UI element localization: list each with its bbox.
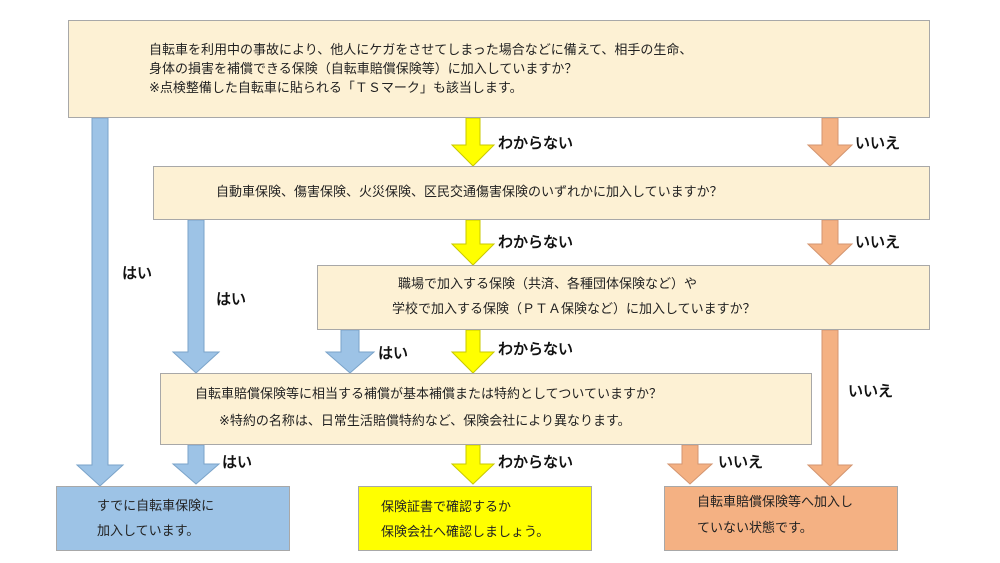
question-4-line-1: 自転車賠償保険等に相当する補償が基本補償または特約としてついていますか？ bbox=[195, 387, 662, 402]
label-unknown-3: わからない bbox=[498, 340, 574, 358]
yes-arrow-q1-to-insured bbox=[75, 117, 125, 487]
result-check-box: 保険証書で確認するか 保険会社へ確認しましょう。 bbox=[358, 486, 592, 551]
no-arrow-q3-to-not-insured bbox=[806, 329, 854, 487]
question-1-line-3: ※点検整備した自転車に貼られる「ＴＳマーク」も該当します。 bbox=[149, 81, 523, 96]
question-4-box: 自転車賠償保険等に相当する補償が基本補償または特約としてついていますか？ ※特約… bbox=[160, 373, 812, 445]
result-insured-box: すでに自転車保険に 加入しています。 bbox=[56, 486, 290, 551]
question-1-line-1: 自転車を利用中の事故により、他人にケガをさせてしまった場合などに備えて、相手の生… bbox=[149, 43, 693, 58]
label-no-3: いいえ bbox=[848, 382, 894, 400]
result-not-insured-box: 自転車賠償保険等へ加入し ていない状態です。 bbox=[664, 486, 898, 551]
label-no-2: いいえ bbox=[855, 233, 901, 251]
unknown-arrow-q2-to-q3 bbox=[450, 219, 496, 266]
no-arrow-q1-to-q2 bbox=[806, 117, 854, 167]
question-3-box: 職場で加入する保険（共済、各種団体保険など）や 学校で加入する保険（ＰＴＡ保険な… bbox=[317, 265, 930, 330]
result-not-insured-line-1: 自転車賠償保険等へ加入し bbox=[697, 495, 854, 510]
unknown-arrow-q4-to-check bbox=[450, 444, 496, 485]
label-no-4: いいえ bbox=[718, 453, 764, 471]
result-insured-line-1: すでに自転車保険に bbox=[97, 499, 215, 514]
result-check-line-2: 保険会社へ確認しましょう。 bbox=[381, 525, 550, 540]
label-unknown-4: わからない bbox=[498, 453, 574, 471]
result-insured-line-2: 加入しています。 bbox=[97, 524, 200, 539]
question-1-line-2: 身体の損害を補償できる保険（自転車賠償保険等）に加入していますか？ bbox=[149, 62, 578, 77]
result-check-line-1: 保険証書で確認するか bbox=[381, 500, 512, 515]
label-yes-2: はい bbox=[216, 290, 247, 308]
label-yes-4: はい bbox=[222, 453, 253, 471]
question-1-box: 自転車を利用中の事故により、他人にケガをさせてしまった場合などに備えて、相手の生… bbox=[68, 20, 930, 118]
yes-arrow-q2-to-q4 bbox=[171, 219, 221, 374]
no-arrow-q4-to-not-insured bbox=[666, 444, 714, 485]
label-yes-1: はい bbox=[122, 264, 153, 282]
question-3-line-2: 学校で加入する保険（ＰＴＡ保険など）に加入していますか？ bbox=[392, 302, 756, 317]
label-unknown-1: わからない bbox=[498, 134, 574, 152]
label-unknown-2: わからない bbox=[498, 233, 574, 251]
result-not-insured-line-2: ていない状態です。 bbox=[697, 521, 813, 536]
label-no-1: いいえ bbox=[855, 134, 901, 152]
yes-arrow-q4-to-insured bbox=[171, 444, 221, 485]
unknown-arrow-q3-to-q4 bbox=[450, 329, 496, 374]
question-3-line-1: 職場で加入する保険（共済、各種団体保険など）や bbox=[398, 277, 698, 292]
question-2-box: 自動車保険、傷害保険、火災保険、区民交通傷害保険のいずれかに加入していますか？ bbox=[153, 166, 930, 220]
unknown-arrow-q1-to-q2 bbox=[450, 117, 496, 167]
label-yes-3: はい bbox=[378, 344, 409, 362]
question-2-text: 自動車保険、傷害保険、火災保険、区民交通傷害保険のいずれかに加入していますか？ bbox=[216, 185, 723, 200]
question-4-line-2: ※特約の名称は、日常生活賠償特約など、保険会社により異なります。 bbox=[219, 414, 631, 429]
no-arrow-q2-to-q3 bbox=[806, 219, 854, 266]
yes-arrow-q3-to-q4 bbox=[324, 329, 376, 374]
